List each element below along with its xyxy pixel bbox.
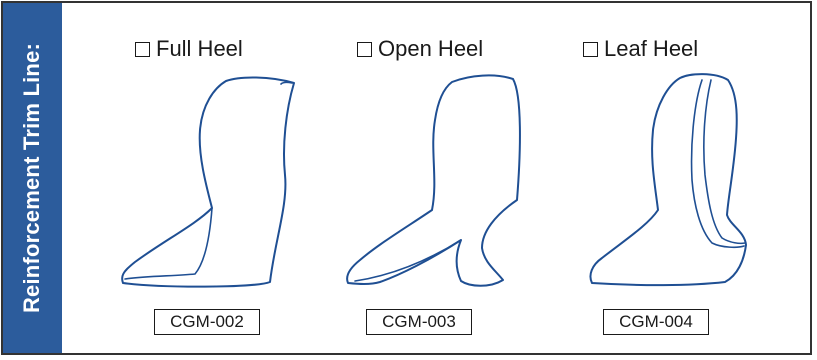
code-label-leaf-heel: CGM-004 (603, 309, 709, 335)
full-heel-label: Full Heel (156, 36, 243, 61)
leaf-heel-leaf-line (690, 79, 745, 249)
leaf-heel-brace-outline (589, 73, 747, 287)
leaf-heel-leaf-inner (703, 79, 746, 245)
open-heel-trim-line (354, 239, 462, 282)
open-heel-diagram (346, 74, 521, 287)
option-leaf-heel[interactable]: Leaf Heel (583, 36, 698, 62)
code-label-full-heel: CGM-002 (154, 309, 260, 335)
full-heel-checkbox[interactable] (135, 42, 150, 57)
leaf-heel-label: Leaf Heel (604, 36, 699, 61)
full-heel-trim-line (124, 207, 213, 280)
open-heel-brace-outline (346, 74, 521, 287)
open-heel-label: Open Heel (378, 36, 484, 61)
side-title-bar: Reinforcement Trim Line: (3, 3, 62, 353)
option-full-heel[interactable]: Full Heel (135, 36, 243, 62)
open-heel-checkbox[interactable] (357, 42, 372, 57)
leaf-heel-checkbox[interactable] (583, 42, 598, 57)
option-open-heel[interactable]: Open Heel (357, 36, 483, 62)
trim-line-panel (1, 1, 812, 355)
code-label-open-heel: CGM-003 (366, 309, 472, 335)
full-heel-diagram (121, 76, 295, 288)
leaf-heel-diagram (589, 73, 747, 287)
full-heel-inner-line (280, 81, 293, 85)
full-heel-brace-outline (121, 76, 295, 288)
